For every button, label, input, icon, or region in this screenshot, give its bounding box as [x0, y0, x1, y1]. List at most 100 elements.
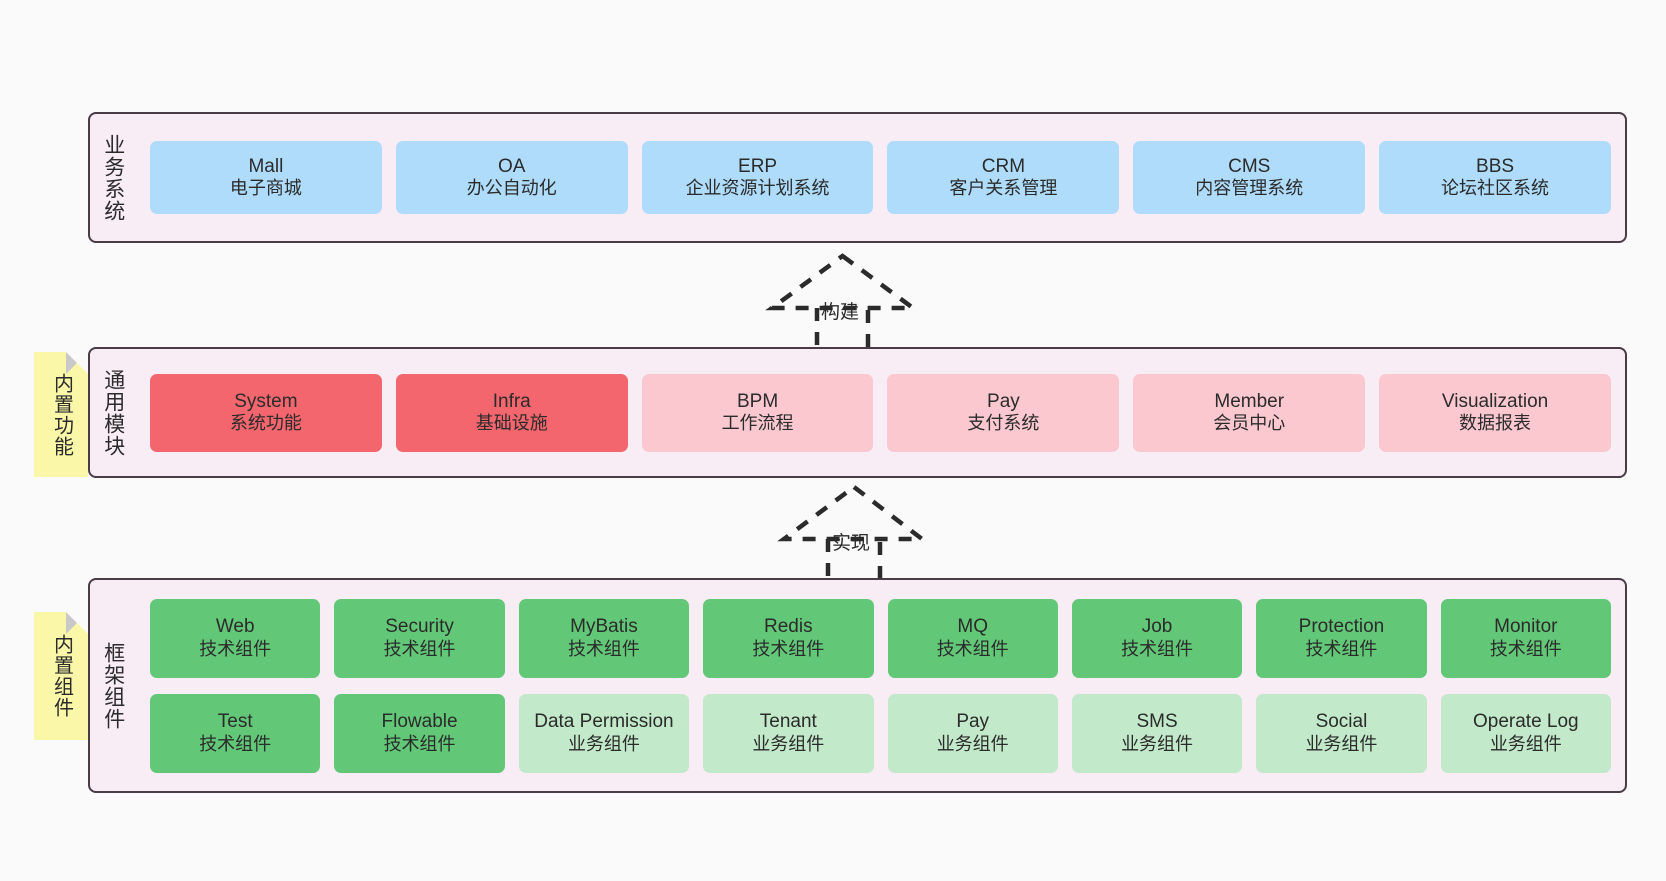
card-subtitle: 技术组件 [1121, 638, 1194, 659]
card-subtitle: 业务组件 [1489, 733, 1562, 754]
card-title: CRM [981, 155, 1026, 177]
card-title: ERP [738, 155, 778, 177]
card-subtitle: 系统功能 [229, 413, 302, 434]
card-title: BBS [1476, 155, 1515, 177]
card-title: Data Permission [534, 711, 674, 733]
card-title: Redis [764, 616, 813, 638]
card-subtitle: 客户关系管理 [949, 178, 1058, 199]
card-subtitle: 技术组件 [383, 638, 456, 659]
card-title: MyBatis [570, 616, 638, 638]
card-title: MQ [957, 616, 988, 638]
arrow-build-label: 构建 [821, 302, 860, 323]
card-title: Flowable [381, 711, 458, 733]
card-subtitle: 论坛社区系统 [1441, 178, 1550, 199]
card-title: OA [498, 155, 526, 177]
generalization-arrow-implement: 实现 [770, 483, 945, 583]
card-subtitle: 技术组件 [383, 733, 456, 754]
card-subtitle: 工作流程 [721, 413, 794, 434]
card-subtitle: 业务组件 [1305, 733, 1378, 754]
card-title: Infra [492, 390, 531, 412]
card-title: Pay [956, 711, 990, 733]
layer-business-systems-title: 业务系统 [101, 133, 125, 222]
generalization-arrow-build: 构建 [755, 252, 930, 352]
card-title: Security [385, 616, 454, 638]
card-subtitle: 技术组件 [1489, 638, 1562, 659]
card-title: Monitor [1494, 616, 1558, 638]
card-subtitle: 技术组件 [936, 638, 1009, 659]
layer-framework-components-title: 框架组件 [101, 641, 125, 730]
card-title: Job [1141, 616, 1173, 638]
card-subtitle: 技术组件 [567, 638, 640, 659]
card-title: Mall [248, 155, 284, 177]
card-subtitle: 业务组件 [1121, 733, 1194, 754]
card-title: Pay [987, 390, 1020, 412]
sticky-note-builtin-component: 内置组件 [34, 612, 88, 740]
card-subtitle: 办公自动化 [466, 178, 557, 199]
sticky-note-builtin-function: 内置功能 [34, 352, 88, 477]
card-title: System [234, 390, 298, 412]
card-title: Member [1214, 390, 1285, 412]
card-title: Social [1315, 711, 1368, 733]
card-subtitle: 数据报表 [1459, 413, 1532, 434]
card-subtitle: 内容管理系统 [1195, 178, 1304, 199]
card-subtitle: 技术组件 [752, 638, 825, 659]
card-subtitle: 企业资源计划系统 [685, 178, 830, 199]
card-title: Visualization [1441, 390, 1549, 412]
card-title: SMS [1136, 711, 1178, 733]
card-subtitle: 技术组件 [1305, 638, 1378, 659]
card-title: Test [217, 711, 253, 733]
layer-general-modules-title: 通用模块 [101, 368, 125, 457]
card-subtitle: 支付系统 [967, 413, 1040, 434]
sticky-note-builtin-function-label: 内置功能 [50, 372, 73, 457]
arrow-implement-label: 实现 [832, 533, 871, 554]
card-subtitle: 会员中心 [1213, 413, 1286, 434]
card-subtitle: 技术组件 [199, 733, 272, 754]
card-subtitle: 业务组件 [567, 733, 640, 754]
card-title: CMS [1228, 155, 1271, 177]
card-subtitle: 业务组件 [936, 733, 1009, 754]
card-subtitle: 业务组件 [752, 733, 825, 754]
card-subtitle: 技术组件 [199, 638, 272, 659]
card-title: BPM [736, 390, 779, 412]
card-title: Tenant [759, 711, 817, 733]
card-title: Protection [1298, 616, 1385, 638]
